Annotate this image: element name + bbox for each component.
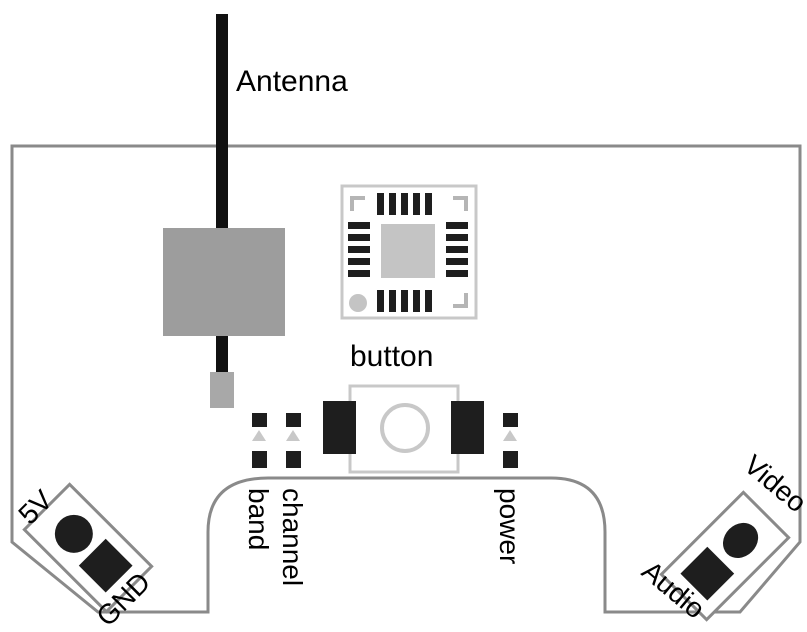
button-label: button — [350, 340, 433, 373]
button-pad-left — [323, 401, 356, 454]
antenna-label: Antenna — [236, 65, 348, 98]
antenna-connector — [210, 372, 234, 408]
led-band — [252, 413, 267, 468]
power-label: power — [494, 488, 525, 564]
pad-video — [722, 522, 759, 559]
led-power — [503, 413, 518, 468]
button-pad-right — [451, 401, 484, 454]
pad-5v — [54, 514, 93, 553]
pin1-dot — [349, 294, 367, 312]
led-channel — [286, 413, 301, 468]
antenna-wire-lower — [216, 336, 228, 372]
rf-shield — [163, 228, 285, 336]
antenna-wire — [216, 14, 228, 232]
pcb-outline — [10, 144, 802, 614]
channel-label: channel — [277, 488, 308, 586]
button-actuator — [380, 403, 430, 453]
av-connector — [659, 490, 791, 622]
chip-center-pad — [381, 224, 435, 278]
band-label: band — [243, 488, 274, 550]
qfn-chip — [340, 184, 478, 320]
power-connector — [22, 482, 154, 614]
tactile-button[interactable] — [323, 384, 484, 474]
